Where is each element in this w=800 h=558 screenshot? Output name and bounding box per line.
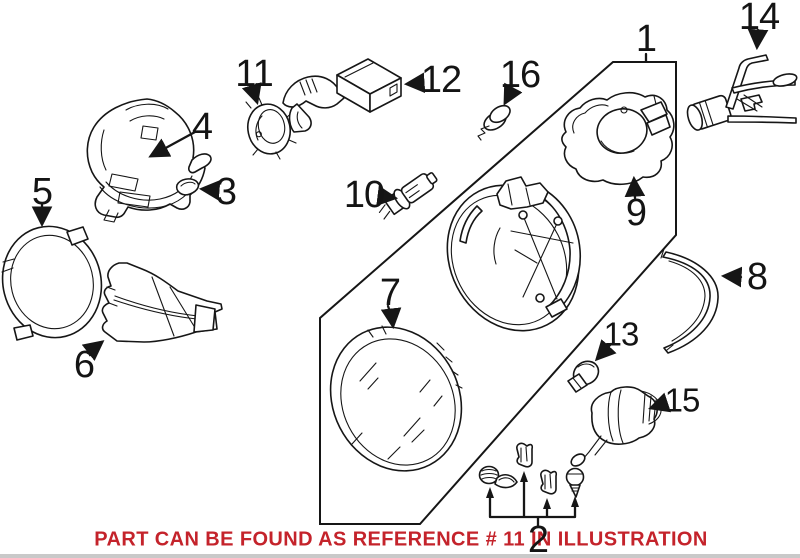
callout-3: 3 [215,171,237,213]
callout-1: 1 [635,18,657,60]
callout-4: 4 [191,106,213,148]
part-10-bulb [378,172,438,220]
callout-5: 5 [31,171,53,213]
image-bottom-edge [0,554,800,558]
part-7-lens [329,325,463,472]
callout-6: 6 [73,344,95,386]
callout-10: 10 [343,174,385,216]
part-8-trim-strip [660,248,719,354]
callout-2: 2 [527,519,549,558]
part-2-hardware-kit [478,442,585,529]
part-16-screw [477,104,511,141]
wiring-harness [282,75,345,133]
callout-12: 12 [420,59,462,101]
callout-16: 16 [499,54,541,96]
part-6-bracket [101,262,223,343]
callout-15: 15 [664,381,701,419]
callout-14: 14 [738,0,780,38]
callout-7: 7 [379,272,401,314]
callout-9: 9 [625,192,647,234]
headlamp-support-assembly [446,176,582,332]
part-5-retaining-ring [1,225,103,341]
part-15-leveling-motor [570,386,662,467]
callout-8: 8 [746,256,768,298]
caption-text: PART CAN BE FOUND AS REFERENCE # 11 IN I… [94,528,708,551]
part-9-cover [561,91,675,186]
callout-13: 13 [603,315,640,353]
callout-arrows [31,28,769,413]
part-4-housing [86,98,212,223]
callout-11: 11 [235,53,273,95]
part-3-pad [175,178,200,196]
part-13-bulb [567,360,600,393]
part-12-control-unit [336,58,402,113]
part-14-bulb-holder [686,54,798,131]
